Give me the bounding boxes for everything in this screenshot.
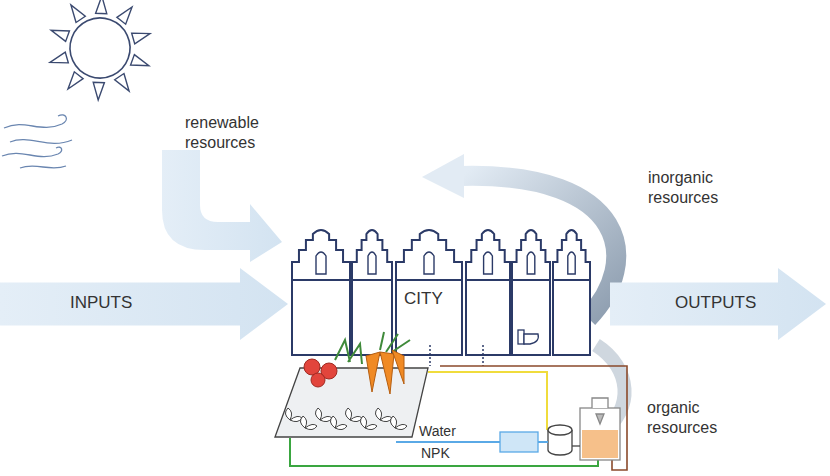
floor-line [466, 279, 510, 281]
water-pipe [396, 441, 500, 443]
house-window [484, 252, 493, 274]
flow-arrow: INPUTS [0, 268, 288, 340]
floor-line [352, 279, 392, 281]
floor-line [292, 279, 350, 281]
leaf [375, 408, 392, 422]
house-outline [352, 230, 392, 355]
city-houses [292, 230, 590, 355]
leaf [360, 416, 377, 430]
sun-ray [96, 0, 112, 17]
arrow-shape [0, 268, 288, 340]
house-window [568, 252, 575, 274]
renewable-arrow [162, 150, 282, 262]
annotation: Water [418, 423, 457, 441]
toilet-icon [518, 330, 538, 344]
leaf [315, 408, 332, 422]
house-window [424, 252, 434, 274]
node-label: CITY [404, 289, 443, 309]
node-label: INPUTS [70, 293, 132, 313]
garden-plants [285, 408, 407, 430]
floor-line [553, 279, 590, 281]
leaf [285, 408, 302, 422]
floor-line [512, 279, 550, 281]
sun-ray [68, 72, 84, 93]
sun-ray [50, 48, 71, 68]
sun-ray [116, 3, 132, 24]
leaf [330, 416, 347, 430]
brown-pipe [440, 366, 627, 470]
sun-ray [113, 71, 134, 91]
digester [572, 398, 620, 460]
house-window [316, 252, 326, 274]
house-outline [466, 230, 510, 355]
flow-arrow: OUTPUTS [610, 268, 826, 340]
annotation: renewable resources [185, 113, 297, 153]
floor-line [396, 279, 462, 281]
drain-line [429, 345, 431, 366]
sun-ray [49, 25, 69, 41]
leaf [345, 408, 362, 422]
city-block: CITY [292, 235, 590, 355]
house-window [527, 252, 535, 274]
drain-line [482, 345, 484, 366]
house-outline [512, 230, 550, 355]
sun-icon [34, 0, 166, 112]
annotation: NPK [420, 445, 451, 463]
settling-tank [538, 425, 572, 455]
house-outline [292, 230, 350, 355]
leaf [390, 416, 407, 430]
node-label: OUTPUTS [675, 293, 756, 313]
annotation: organic resources [647, 398, 747, 438]
annotation: inorganic resources [648, 168, 768, 208]
arrow-body [610, 268, 826, 340]
garden-bed [275, 368, 428, 437]
wind-icon [2, 115, 72, 168]
sun-ray [88, 79, 104, 100]
sun-ray [129, 28, 150, 48]
sun-ray [66, 5, 87, 25]
vegetables [304, 332, 410, 394]
sun-ray [131, 55, 151, 71]
inorganic-arrowhead [422, 154, 464, 198]
arrow-body [0, 268, 288, 340]
house-window [368, 252, 376, 274]
water-tank [500, 432, 538, 452]
house-outline [396, 230, 462, 355]
house-outline [553, 230, 590, 355]
leaf [300, 416, 317, 430]
yellow-pipe [428, 372, 547, 430]
